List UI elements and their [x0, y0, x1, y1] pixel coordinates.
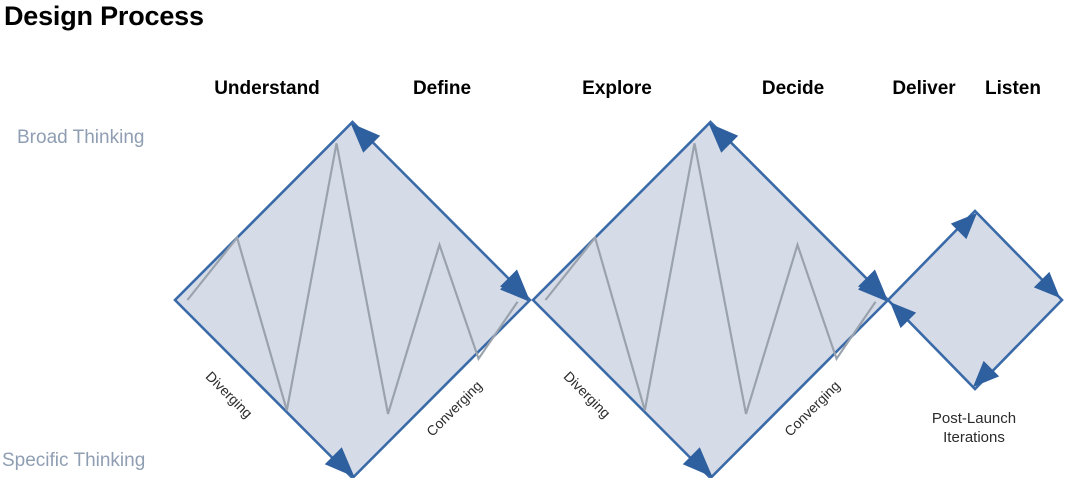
phase-label-listen: Listen	[985, 78, 1041, 99]
axis-label-specific-thinking: Specific Thinking	[2, 450, 146, 471]
phase-label-explore: Explore	[582, 78, 652, 99]
phase-label-deliver: Deliver	[892, 78, 956, 99]
page-title: Design Process	[4, 1, 204, 31]
explore-decide-diamond-arrow-bottom	[682, 447, 713, 477]
explore-decide-diamond-arrow-top	[708, 123, 739, 153]
axis-label-broad-thinking: Broad Thinking	[17, 127, 145, 148]
explore-decide-diamond-arrow-right-lower	[858, 272, 887, 302]
post-launch-diamond-arrow-right	[1033, 271, 1060, 298]
discover-define-diamond-body	[173, 120, 532, 478]
post-launch-diamond-arrow-bottom	[973, 360, 1000, 387]
discover-define-diamond-arrow-top	[350, 123, 381, 153]
discover-define-diamond	[173, 120, 532, 478]
post-launch-caption-line2: Iterations	[943, 429, 1005, 446]
post-launch-caption-line1: Post-Launch	[931, 410, 1017, 427]
post-launch-diamond-body	[886, 209, 1064, 391]
discover-define-diamond-zigzag	[186, 143, 519, 415]
phase-label-define: Define	[412, 78, 472, 99]
phase-label-decide: Decide	[761, 78, 825, 99]
discover-define-diamond-arrow-bottom	[324, 447, 355, 477]
explore-decide-diamond-zigzag	[544, 143, 877, 415]
explore-decide-diamond-body	[531, 120, 890, 478]
post-launch-diamond-arrow-left	[890, 302, 917, 329]
post-launch-caption: Post-Launch Iterations	[879, 409, 1066, 447]
phase-label-understand: Understand	[214, 78, 320, 99]
post-launch-diamond	[886, 209, 1064, 391]
discover-define-diamond-arrow-right-lower	[500, 272, 529, 302]
post-launch-diamond-arrow-top	[950, 213, 977, 240]
explore-decide-diamond	[531, 120, 890, 478]
